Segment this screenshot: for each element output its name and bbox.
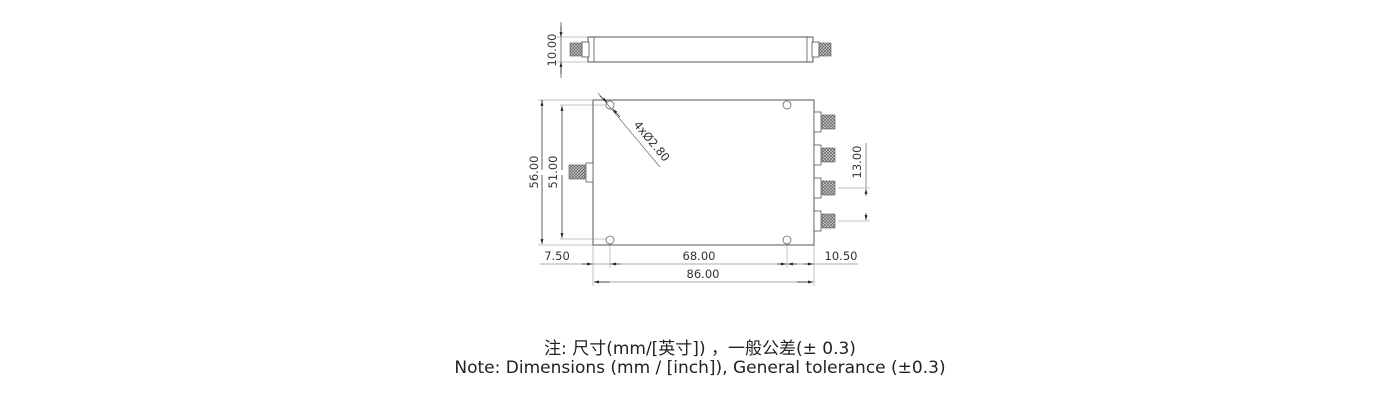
front-view: 56.00 51.00 4xØ2.80 13.00 7.50 68.00 (527, 92, 870, 286)
output-port-connector-1-icon (813, 111, 836, 133)
top-view: 10.00 (545, 22, 832, 78)
dim-height-10: 10.00 (545, 34, 559, 67)
mounting-hole-icon (782, 100, 792, 110)
sma-connector-right-icon (811, 41, 832, 58)
mounting-hole-icon (605, 100, 615, 110)
mounting-hole-icon (782, 235, 792, 245)
input-port-connector-icon (568, 162, 594, 183)
output-port-connector-4-icon (813, 210, 836, 232)
output-port-connector-2-icon (813, 144, 836, 166)
dim-right-offset: 10.50 (825, 249, 858, 263)
dim-left-offset: 7.50 (544, 249, 570, 263)
sma-connector-left-icon (569, 41, 590, 58)
mounting-hole-icon (605, 235, 615, 245)
dim-port-pitch: 13.00 (850, 146, 864, 179)
housing-front (592, 99, 815, 246)
note-chinese: 注: 尺寸(mm/[英寸]) ，一般公差(± 0.3) (544, 339, 856, 359)
dim-hole-spacing-width: 68.00 (683, 249, 716, 263)
note-english: Note: Dimensions (mm / [inch]), General … (454, 358, 946, 378)
mechanical-drawing: 10.00 (527, 22, 870, 286)
dim-hole-spacing-height: 51.00 (546, 156, 560, 189)
housing-side (587, 36, 814, 63)
output-port-connector-3-icon (813, 177, 836, 199)
dim-overall-height: 56.00 (527, 156, 541, 189)
dim-overall-width: 86.00 (687, 267, 720, 281)
